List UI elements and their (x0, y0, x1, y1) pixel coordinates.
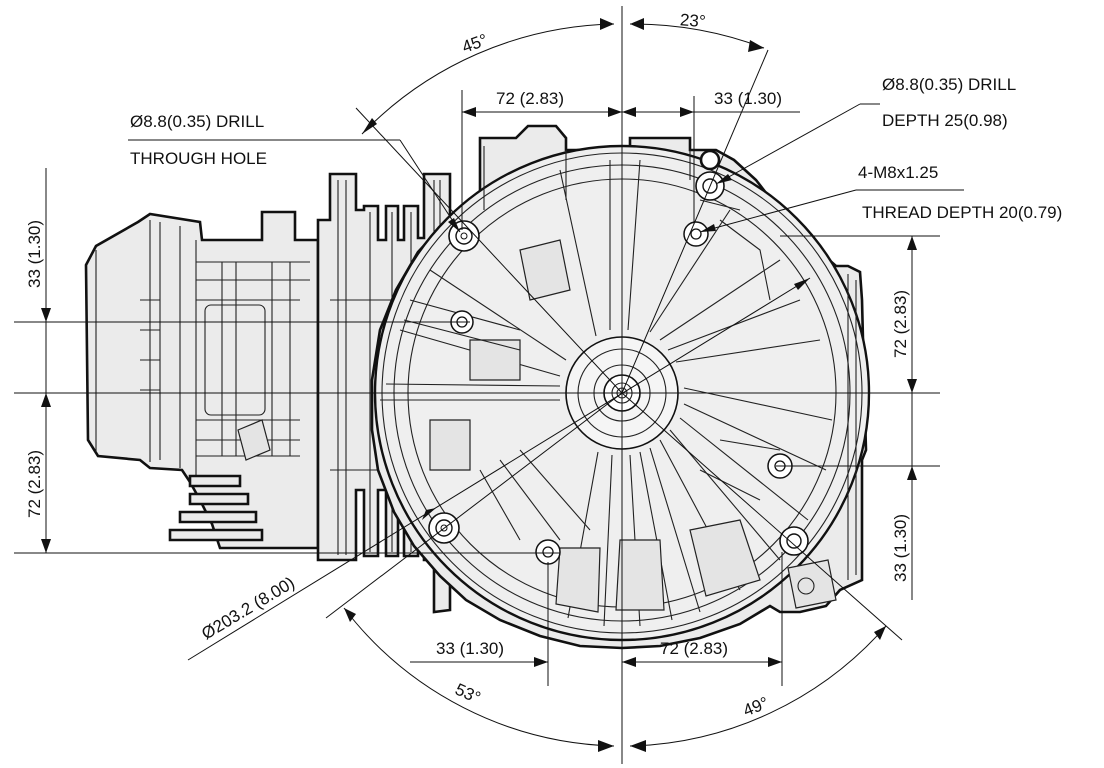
engine-body (84, 124, 871, 650)
angle-label-49: 49° (740, 693, 771, 720)
diameter-label: Ø203.2 (8.00) (198, 573, 298, 643)
center-lines (14, 6, 940, 764)
linear-dimensions (41, 107, 917, 667)
face-ribs (380, 159, 833, 627)
angle-label-45: 45° (460, 30, 491, 57)
cylinder-head-details (95, 220, 310, 480)
drill-hole-lower-right (779, 526, 809, 556)
thread-hole-4 (535, 539, 561, 565)
dim-label-right-72: 72 (2.83) (891, 290, 910, 358)
radial-line-23 (621, 49, 769, 394)
callout-leaders (128, 103, 964, 233)
mounting-holes (428, 171, 809, 565)
arc-53 (343, 607, 615, 747)
arc-49 (629, 625, 887, 747)
angle-label-23: 23° (679, 10, 706, 31)
angle-label-53: 53° (452, 680, 483, 708)
dim-label-bottom-72: 72 (2.83) (660, 639, 728, 658)
callout-through-hole-line2: THROUGH HOLE (130, 149, 267, 168)
radial-line-45 (355, 107, 623, 394)
callout-thread-line2: THREAD DEPTH 20(0.79) (862, 203, 1062, 222)
radial-line-49 (621, 392, 903, 641)
callout-through-hole-line1: Ø8.8(0.35) DRILL (130, 112, 264, 131)
diameter-leader (187, 277, 811, 661)
dim-label-top-33: 33 (1.30) (714, 89, 782, 108)
thread-hole-1 (683, 221, 709, 247)
callout-drill-depth-line1: Ø8.8(0.35) DRILL (882, 75, 1016, 94)
arc-45 (361, 23, 615, 135)
radial-line-53 (325, 392, 623, 619)
dim-label-left-72: 72 (2.83) (25, 450, 44, 518)
dim-label-top-72: 72 (2.83) (496, 89, 564, 108)
dim-label-left-33: 33 (1.30) (25, 220, 44, 288)
angle-arcs (343, 18, 887, 752)
dim-label-right-33: 33 (1.30) (891, 514, 910, 582)
lower-fins (168, 474, 264, 542)
top-bosses (483, 146, 721, 210)
cylinder-head-cover (84, 210, 320, 550)
callout-drill-depth-line2: DEPTH 25(0.98) (882, 111, 1008, 130)
dim-label-bottom-33: 33 (1.30) (436, 639, 504, 658)
callout-thread-line1: 4-M8x1.25 (858, 163, 938, 182)
